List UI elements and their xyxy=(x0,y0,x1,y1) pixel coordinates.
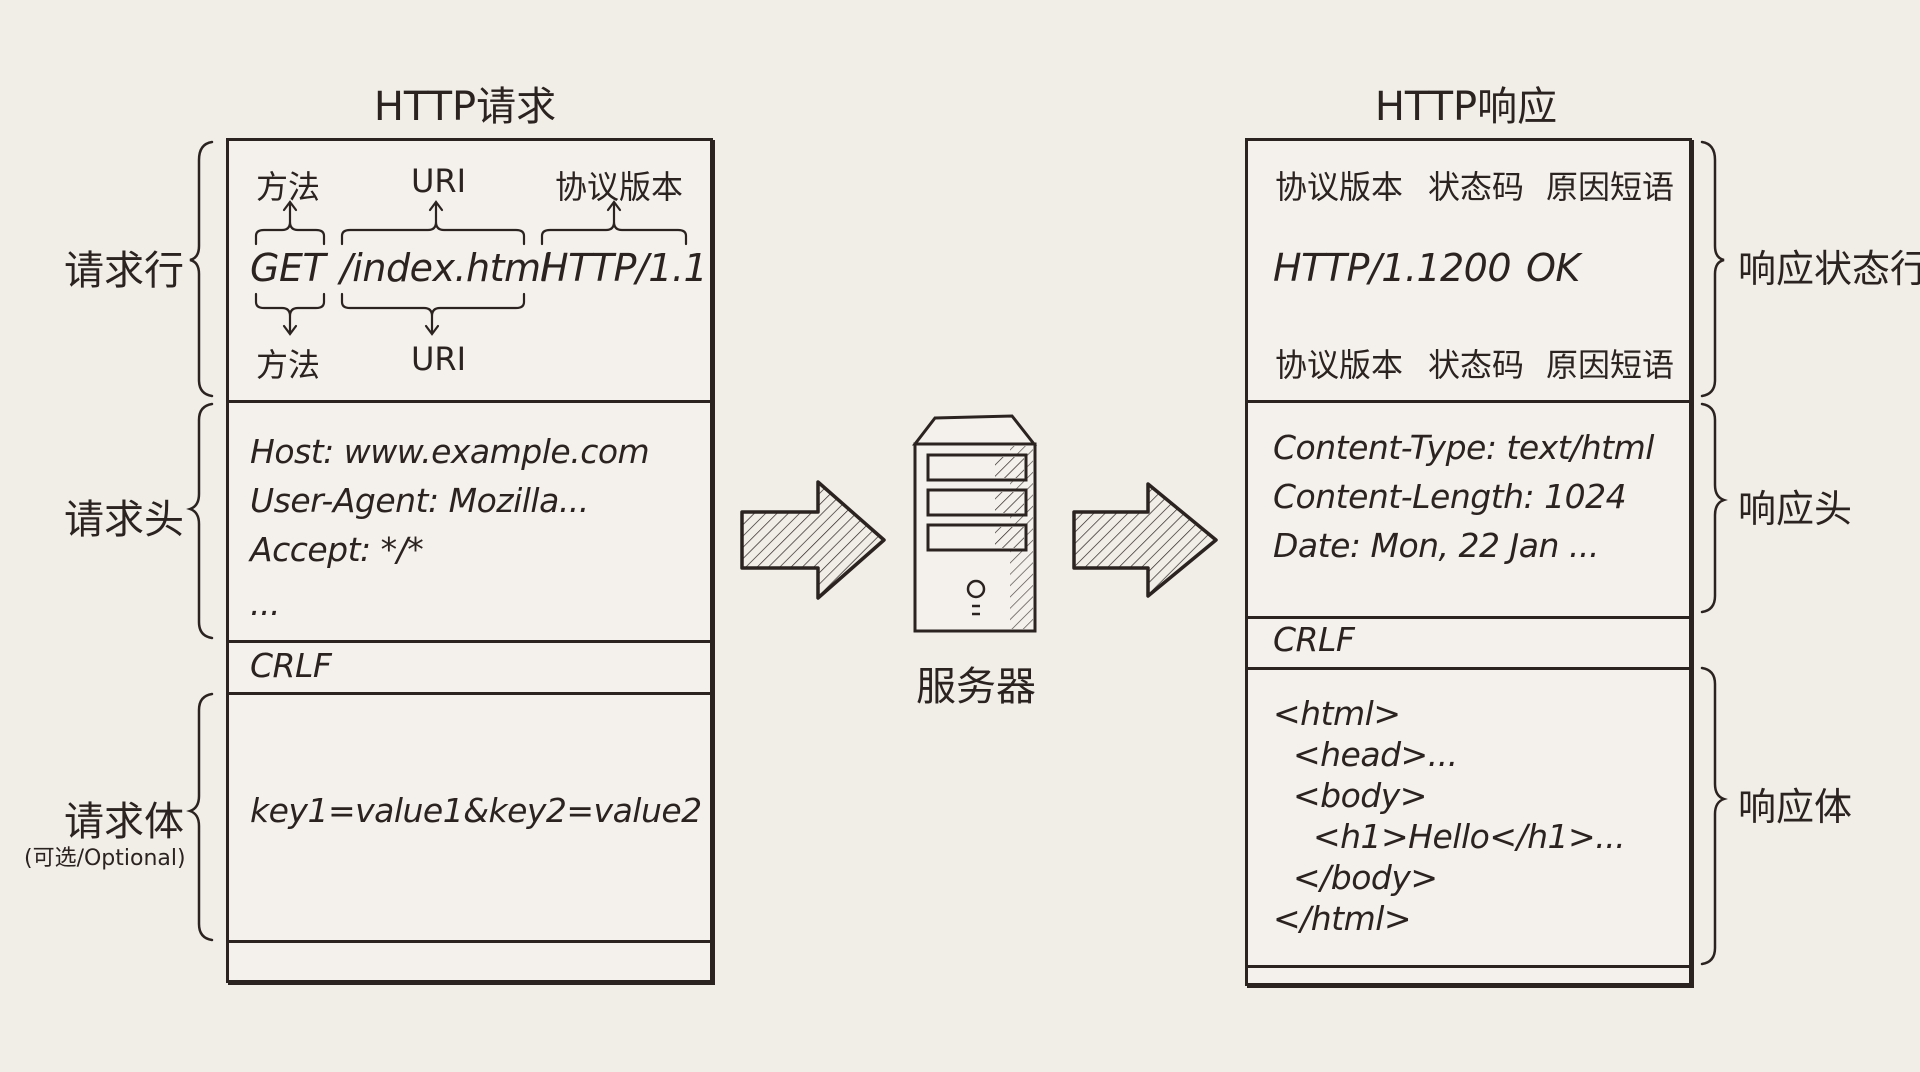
request-header-ellipsis: ... xyxy=(250,584,280,623)
response-headers-label: 响应头 xyxy=(1738,487,1853,531)
request-to-server-arrow xyxy=(740,480,886,600)
server-to-response-arrow xyxy=(1072,482,1218,598)
request-body-label: 请求体 xyxy=(64,799,184,845)
response-headers-brace xyxy=(1700,402,1728,614)
response-label-code-bottom: 状态码 xyxy=(1428,346,1525,384)
request-line-divider xyxy=(229,400,710,403)
request-uri-token: /index.html xyxy=(340,246,551,290)
request-headers-divider xyxy=(229,640,710,643)
response-status-line-label: 响应状态行 xyxy=(1738,247,1920,291)
response-status-brace xyxy=(1700,140,1725,398)
response-header-content-type: Content-Type: text/html xyxy=(1273,428,1654,467)
response-headers-divider xyxy=(1248,616,1689,619)
response-reason-token: OK xyxy=(1526,246,1580,290)
request-header-host: Host: www.example.com xyxy=(250,432,650,471)
server-bay-3 xyxy=(926,523,1028,552)
server-label: 服务器 xyxy=(916,664,1036,710)
response-body-line-6: </html> xyxy=(1273,899,1412,938)
server-bay-1 xyxy=(926,453,1028,482)
request-crlf-divider xyxy=(229,692,710,695)
response-label-code-top: 状态码 xyxy=(1428,168,1525,206)
request-line-label: 请求行 xyxy=(64,248,184,294)
response-header-date: Date: Mon, 22 Jan ... xyxy=(1273,526,1599,565)
request-label-uri-top: URI xyxy=(411,162,467,200)
request-title: HTTP请求 xyxy=(373,84,557,130)
response-title: HTTP响应 xyxy=(1374,84,1558,130)
response-header-content-length: Content-Length: 1024 xyxy=(1273,477,1627,516)
request-body-divider xyxy=(229,940,710,943)
response-version-token: HTTP/1.1 xyxy=(1273,246,1441,290)
request-message-box xyxy=(226,138,713,983)
request-label-method-top: 方法 xyxy=(256,168,321,206)
server-tower-icon xyxy=(911,414,1038,633)
request-version-token: HTTP/1.1 xyxy=(540,246,708,290)
request-crlf: CRLF xyxy=(250,646,332,685)
request-headers-label: 请求头 xyxy=(64,497,184,543)
response-body-divider xyxy=(1248,965,1689,968)
response-body-line-2: <head>... xyxy=(1273,735,1458,774)
request-header-user-agent: User-Agent: Mozilla... xyxy=(250,481,589,520)
request-method-token: GET xyxy=(250,246,326,290)
response-label-reason-bottom: 原因短语 xyxy=(1546,346,1675,384)
response-body-line-4: <h1>Hello</h1>... xyxy=(1273,817,1626,856)
response-body-line-1: <html> xyxy=(1273,694,1401,733)
request-body-brace xyxy=(186,692,214,942)
response-label-version-top: 协议版本 xyxy=(1275,168,1404,206)
request-label-uri-bottom: URI xyxy=(411,340,467,378)
request-header-accept: Accept: */* xyxy=(250,530,424,569)
response-body-line-3: <body> xyxy=(1273,776,1427,815)
response-body-line-5: </body> xyxy=(1273,858,1438,897)
request-headers-brace xyxy=(186,402,214,640)
server-bay-2 xyxy=(926,488,1028,517)
server-power-button xyxy=(966,579,986,599)
response-message-box xyxy=(1245,138,1692,986)
request-label-version-top: 协议版本 xyxy=(555,168,684,206)
response-label-version-bottom: 协议版本 xyxy=(1275,346,1404,384)
response-crlf: CRLF xyxy=(1273,620,1355,659)
response-status-code-token: 200 xyxy=(1440,246,1512,290)
request-label-method-bottom: 方法 xyxy=(256,346,321,384)
request-body-content: key1=value1&key2=value2 xyxy=(250,791,702,830)
response-label-reason-top: 原因短语 xyxy=(1546,168,1675,206)
response-body-brace xyxy=(1700,666,1728,966)
request-body-optional-note: (可选/Optional) xyxy=(24,846,186,871)
request-line-brace xyxy=(189,140,214,398)
response-status-divider xyxy=(1248,400,1689,403)
response-crlf-divider xyxy=(1248,667,1689,670)
response-body-label: 响应体 xyxy=(1738,785,1853,829)
